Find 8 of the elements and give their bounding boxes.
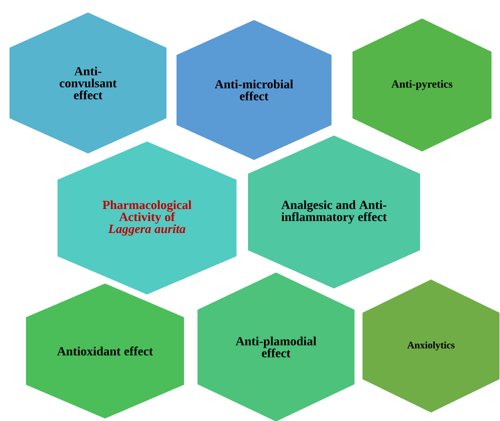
hexagon: Anti-plamodial effect — [198, 272, 354, 421]
hexagon: Anti-microbial effect — [176, 20, 332, 160]
hexagon: Anti-convulsant effect — [10, 12, 166, 154]
hexagon: Anxiolytics — [362, 280, 500, 412]
hexagon: Antioxidant effect — [26, 284, 184, 418]
hexagon: Pharmacological Activity of Laggera aurita — [58, 142, 236, 294]
hexagon: Anti-pyretics — [352, 18, 492, 152]
hexagon: Analgesic and Anti-inflammatory effect — [248, 136, 420, 288]
